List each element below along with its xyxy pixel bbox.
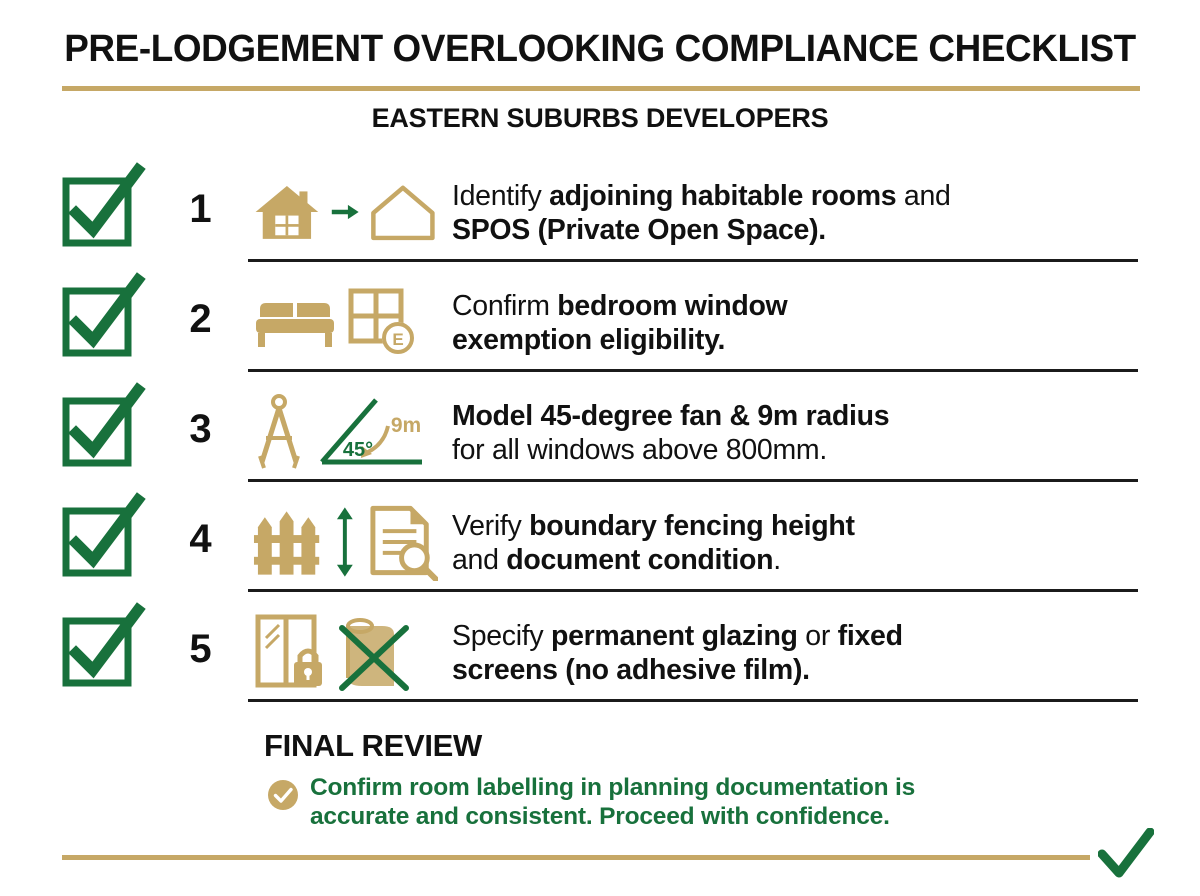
gold-divider-bottom [62, 855, 1090, 860]
text-emphasis: permanent glazing [550, 619, 798, 652]
final-review-line: accurate and consistent. Proceed with co… [310, 802, 890, 830]
row-icon-group [252, 498, 438, 586]
checked-checkbox-icon[interactable] [62, 162, 146, 247]
step-number: 5 [189, 626, 211, 671]
checklist-row: 5 [0, 598, 1200, 708]
step-number: 4 [189, 516, 211, 561]
text-emphasis: bedroom window [557, 289, 788, 322]
gold-divider-top [62, 86, 1140, 91]
row-text: Identify adjoining habitable rooms and S… [452, 166, 1142, 260]
arrow-right-icon [331, 204, 359, 220]
final-review-text: Confirm room labelling in planning docum… [310, 774, 1110, 832]
compass-divider-icon [258, 394, 300, 469]
locked-glazed-door-icon [255, 614, 322, 688]
text-segment: and [452, 544, 507, 576]
angle-45-fan-icon: 45° 9m [320, 398, 422, 465]
film-roll-prohibited-icon [339, 618, 409, 691]
row-icon-group: E [252, 278, 438, 366]
row-divider [248, 369, 1138, 372]
window-exemption-icon: E [348, 288, 414, 354]
checklist-row: 4 [0, 488, 1200, 598]
text-segment: Identify [452, 179, 550, 212]
check-circle-icon [266, 778, 300, 812]
text-emphasis: document condition [506, 544, 774, 576]
row-divider [248, 259, 1138, 262]
text-segment: . [773, 544, 781, 576]
checklist-row: 3 45° [0, 378, 1200, 488]
text-emphasis: SPOS (Private Open Space). [452, 214, 826, 246]
row-text: Confirm bedroom window exemption eligibi… [452, 276, 1142, 370]
text-segment: Verify [452, 509, 530, 542]
text-segment: or [797, 619, 838, 652]
row-icon-group [252, 168, 438, 256]
checked-checkbox-icon[interactable] [62, 272, 146, 357]
checklist-row: 2 E [0, 268, 1200, 378]
page-title: PRE-LODGEMENT OVERLOOKING COMPLIANCE CHE… [64, 28, 1136, 70]
radius-label: 9m [391, 414, 421, 437]
text-segment: Specify [452, 619, 551, 652]
row-text: Model 45-degree fan & 9m radius for all … [452, 386, 1142, 480]
row-text: Verify boundary fencing height and docum… [452, 496, 1142, 590]
checklist-rows: 1 [0, 158, 1200, 708]
row-divider [248, 589, 1138, 592]
text-segment: Confirm [452, 289, 558, 322]
text-emphasis: exemption eligibility. [452, 324, 726, 356]
text-emphasis: Model 45-degree fan & 9m radius [452, 399, 890, 432]
step-number: 1 [189, 186, 211, 231]
row-icon-group: 45° 9m [252, 388, 438, 476]
checked-checkbox-icon[interactable] [62, 382, 146, 467]
completion-check-icon [1097, 827, 1155, 880]
bed-icon [256, 303, 334, 347]
final-review-line: Confirm room labelling in planning docum… [310, 774, 916, 801]
row-divider [248, 699, 1138, 702]
height-arrow-icon [337, 507, 353, 577]
text-emphasis: screens (no adhesive film). [452, 654, 810, 686]
text-emphasis: fixed [837, 619, 903, 652]
fence-icon [253, 511, 320, 575]
step-number: 3 [189, 406, 211, 451]
final-review-heading: FINAL REVIEW [264, 728, 483, 763]
house-outline-icon [371, 185, 435, 241]
text-emphasis: boundary fencing height [529, 509, 855, 542]
row-icon-group [252, 608, 438, 696]
text-emphasis: adjoining habitable rooms [549, 179, 897, 212]
checklist-row: 1 [0, 158, 1200, 268]
text-segment: for all windows above 800mm. [452, 434, 827, 466]
text-segment: and [896, 179, 951, 212]
angle-label: 45° [343, 439, 373, 461]
window-badge-label: E [392, 330, 403, 349]
row-divider [248, 479, 1138, 482]
row-text: Specify permanent glazing or fixed scree… [452, 606, 1142, 700]
page-subtitle: EASTERN SUBURBS DEVELOPERS [371, 103, 829, 133]
checked-checkbox-icon[interactable] [62, 602, 146, 687]
checked-checkbox-icon[interactable] [62, 492, 146, 577]
step-number: 2 [189, 296, 211, 341]
house-filled-icon [255, 186, 319, 239]
document-search-icon [370, 505, 438, 581]
